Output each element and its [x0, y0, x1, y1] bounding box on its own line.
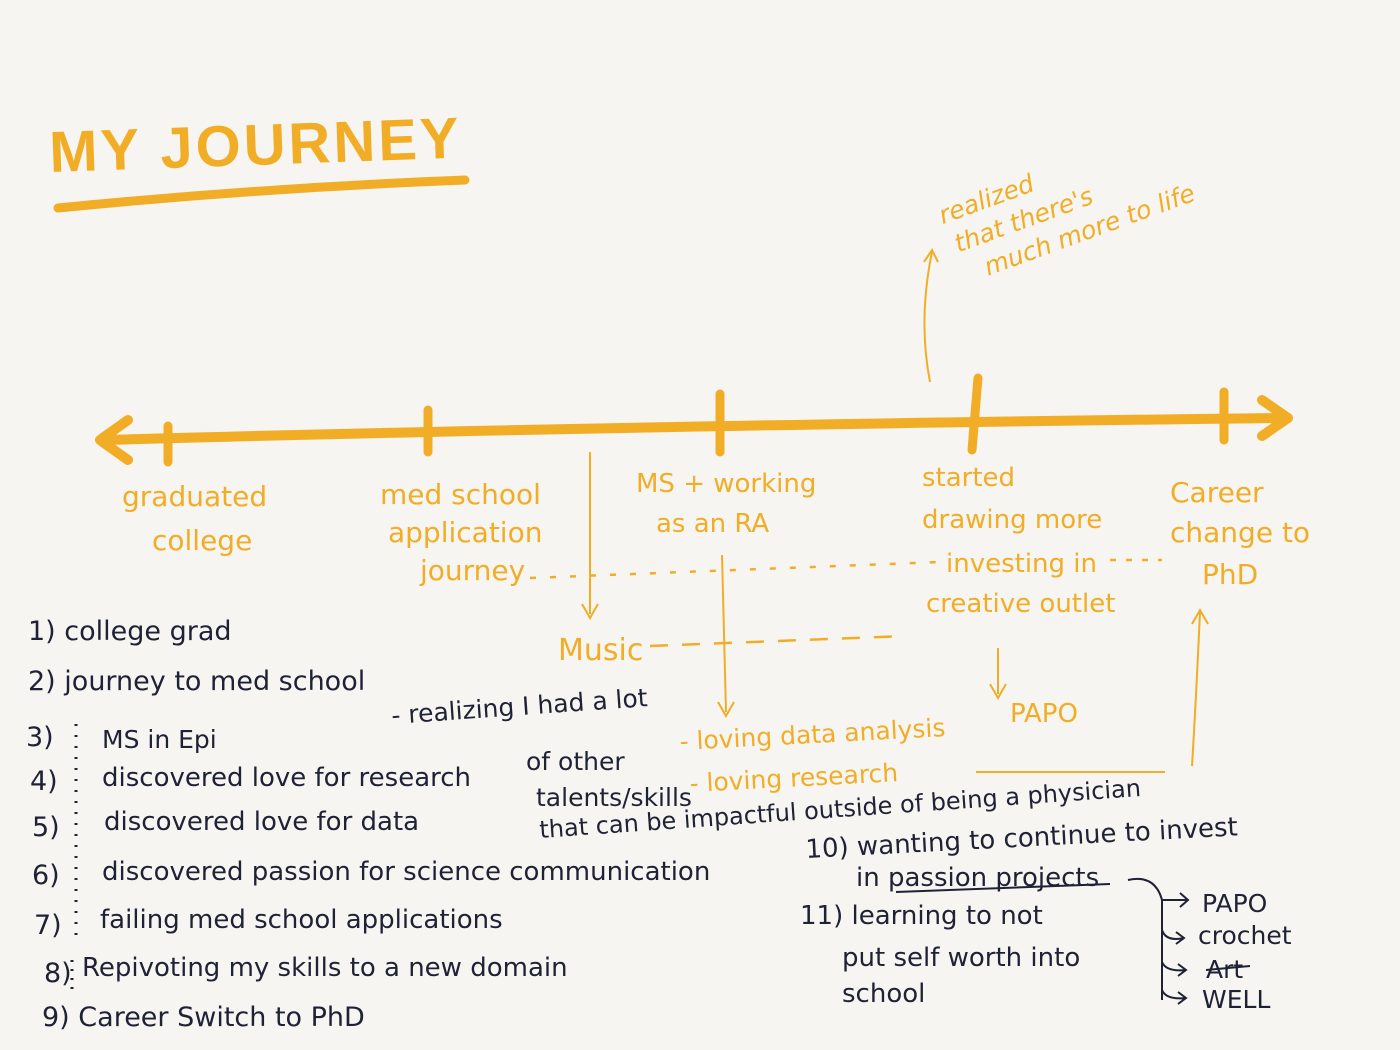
list-item-11: 11) learning to not put self worth into … [800, 901, 1080, 1009]
dotted-connector [529, 560, 941, 580]
list-item: 5) [32, 812, 60, 843]
list-item: discovered passion for science communica… [102, 857, 710, 887]
right-arrow-icon [1161, 929, 1186, 945]
loving-data-label: - loving data analysis [679, 713, 946, 756]
svg-text:talents/skills: talents/skills [536, 783, 692, 812]
list-item: 6) [32, 860, 60, 891]
svg-text:started: started [922, 463, 1015, 493]
svg-text:- realizing I had a lot: - realizing I had a lot [390, 683, 648, 730]
svg-text:college: college [152, 524, 252, 557]
strikethrough [1205, 965, 1251, 971]
right-arrow-icon [1162, 892, 1190, 908]
svg-text:put self worth into: put self worth into [842, 943, 1080, 973]
ms-connector [721, 554, 727, 713]
right-arrow-icon [1161, 961, 1188, 977]
right-arrow-icon [1161, 989, 1188, 1005]
papo-label: PAPO [1010, 699, 1078, 729]
list-item: failing med school applications [100, 905, 503, 935]
list-item: 1) college grad [28, 616, 232, 647]
realized-connector [923, 251, 933, 383]
phd-connector [1191, 611, 1201, 767]
list-item: 7) [34, 910, 62, 941]
realized-note: realized that there's much more to life [935, 169, 1199, 282]
list-item: discovered love for data [104, 807, 419, 837]
milestone-ms-ra: MS + working as an RA [636, 469, 816, 539]
milestone-career-change: Career change to PhD [1170, 476, 1310, 591]
svg-text:change to: change to [1170, 516, 1310, 549]
list-item: 8) [44, 958, 72, 989]
left-arrowhead-icon [95, 415, 133, 465]
list-item: 3) [26, 722, 54, 753]
svg-text:as an RA: as an RA [656, 509, 769, 539]
svg-text:journey: journey [419, 554, 525, 587]
milestone-graduated-college: graduated college [122, 480, 267, 557]
svg-text:11) learning to not: 11) learning to not [800, 901, 1043, 931]
svg-text:med school: med school [380, 478, 541, 511]
list-item: MS in Epi [102, 725, 217, 754]
svg-text:graduated: graduated [122, 480, 267, 513]
passion-projects-list: PAPO crochet Art WELL [1198, 889, 1292, 1014]
up-arrow-icon [923, 248, 939, 263]
list-item: Repivoting my skills to a new domain [82, 953, 568, 983]
svg-text:PhD: PhD [1202, 558, 1258, 591]
svg-text:MS + working: MS + working [636, 469, 816, 499]
tick-mark [967, 373, 983, 455]
milestone-started-drawing: started drawing more investing in creati… [922, 463, 1115, 619]
svg-text:creative outlet: creative outlet [926, 589, 1115, 619]
down-arrow-icon [717, 701, 735, 719]
list-item: PAPO [1202, 889, 1267, 918]
down-arrow-icon [989, 683, 1007, 701]
loving-research-label: - loving research [689, 758, 899, 798]
title-underline [53, 175, 470, 213]
svg-text:school: school [842, 979, 925, 1009]
page-title: MY JOURNEY [48, 106, 462, 185]
milestone-med-school: med school application journey [380, 478, 542, 587]
music-label: Music [558, 633, 643, 668]
up-arrow-icon [1191, 607, 1209, 625]
svg-text:application: application [388, 516, 542, 549]
passion-projects-underline [895, 883, 1111, 893]
passion-branch [1127, 878, 1163, 1000]
list-item: 9) Career Switch to PhD [42, 1002, 365, 1033]
svg-text:drawing more: drawing more [922, 505, 1102, 535]
list-item: 4) [30, 766, 58, 797]
dashed-connector [649, 634, 906, 648]
list-item: 2) journey to med school [28, 666, 365, 697]
svg-text:investing in: investing in [946, 549, 1097, 579]
svg-text:Career: Career [1170, 476, 1264, 509]
down-arrow-icon [581, 603, 599, 621]
timeline-axis [95, 373, 1293, 467]
journey-list: 1) college grad 2) journey to med school… [26, 616, 710, 1033]
svg-text:of other: of other [526, 747, 625, 776]
list-item: crochet [1198, 921, 1292, 950]
right-arrowhead-icon [1257, 395, 1293, 441]
list-item-10: 10) wanting to continue to invest in pas… [805, 812, 1239, 893]
list-item: discovered love for research [102, 763, 471, 793]
list-item: WELL [1202, 985, 1270, 1014]
